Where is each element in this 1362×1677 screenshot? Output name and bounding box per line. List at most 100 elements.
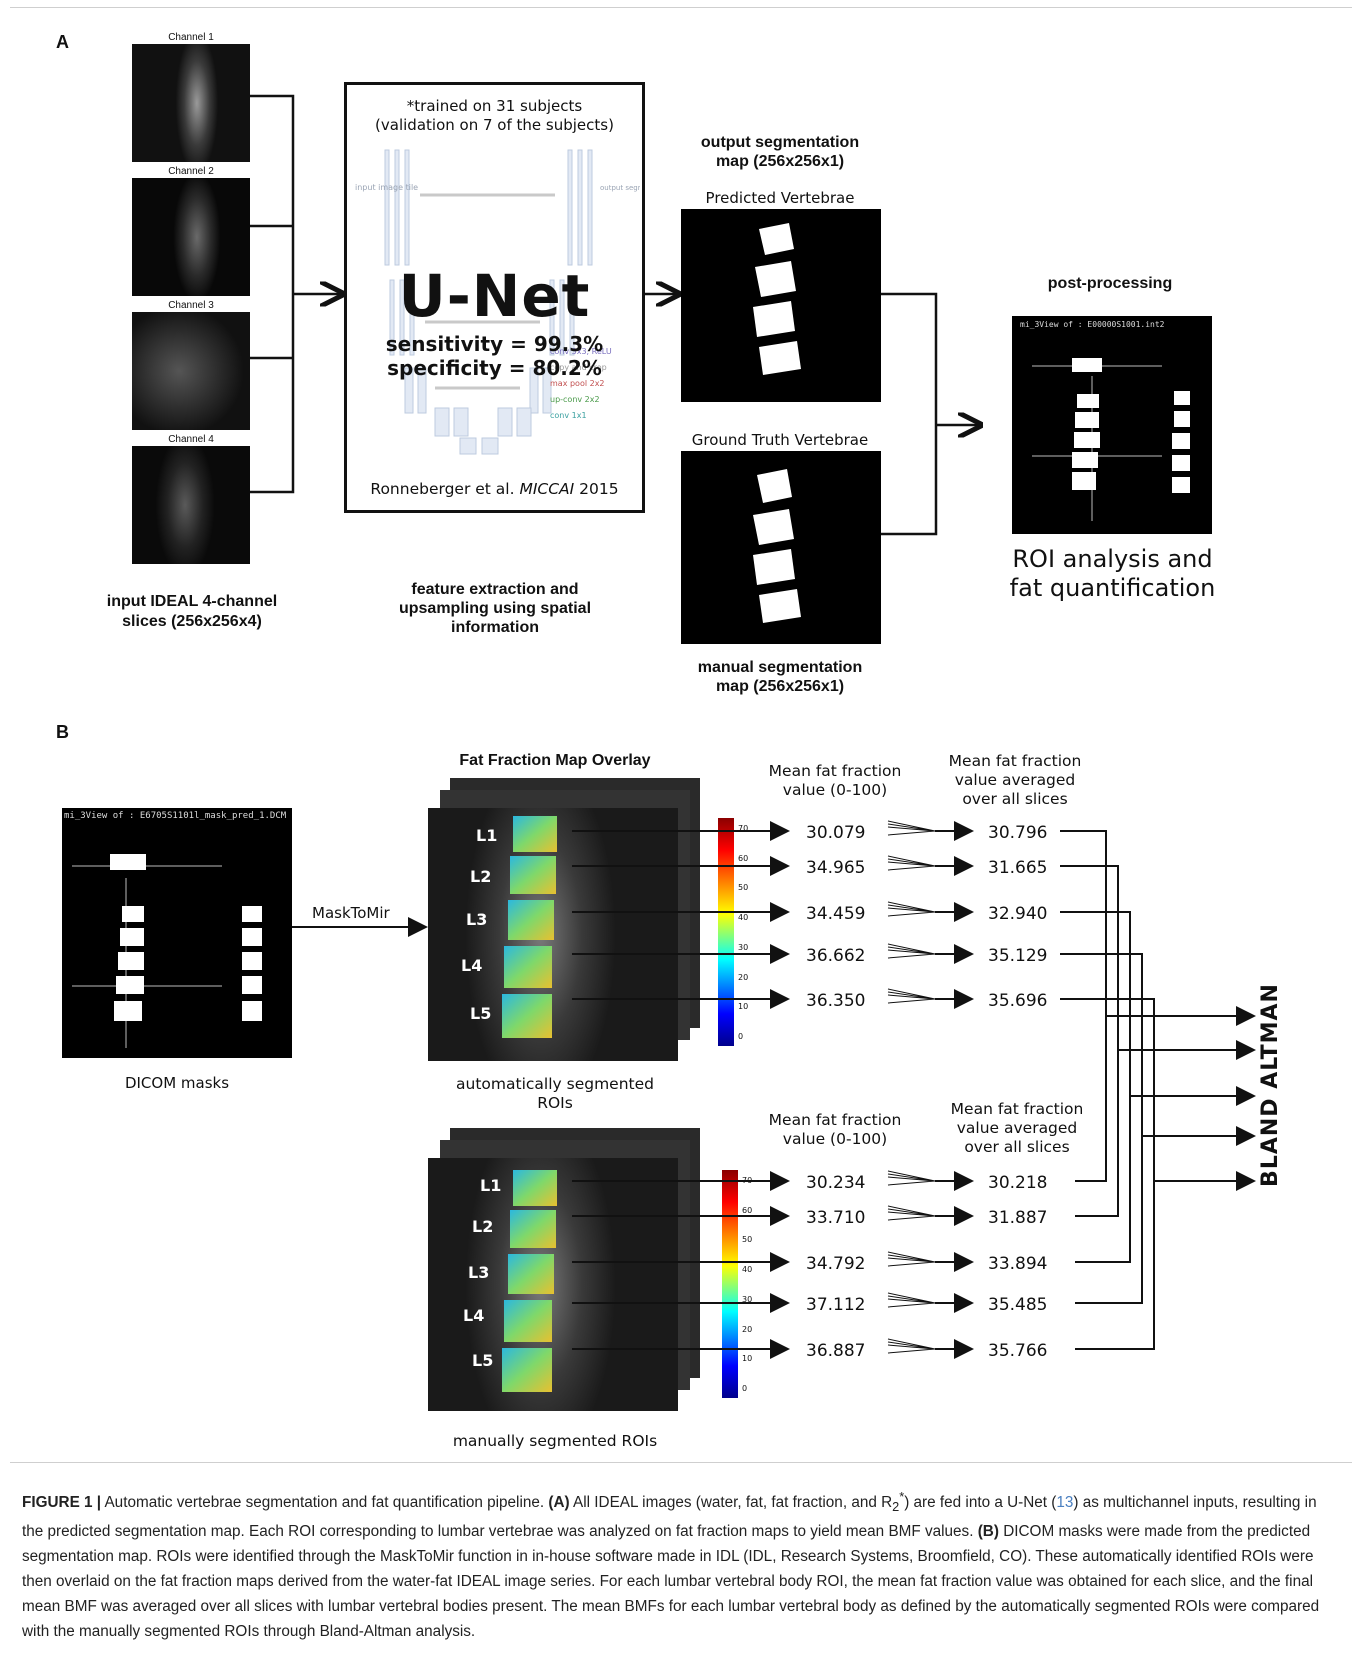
manual-colorbar: [722, 1170, 738, 1398]
manual-mean-l3: 34.792: [806, 1254, 866, 1274]
auto-label-l2: L2: [470, 867, 492, 886]
caption-figure-label: FIGURE 1 |: [22, 1494, 102, 1512]
channel-4-label: Channel 4: [168, 434, 214, 445]
post-processing-label: post-processing: [1047, 275, 1173, 292]
caption-ref-link[interactable]: 13: [1056, 1494, 1074, 1512]
manual-mean-header-line1: Mean fat fraction: [768, 1111, 902, 1129]
auto-colorbar-tick-20: 20: [738, 972, 749, 982]
manual-mean-header: Mean fat fraction value (0-100): [750, 1111, 920, 1149]
channel-2-image: [132, 178, 250, 296]
output-caption: output segmentation map (256x256x1): [660, 133, 900, 171]
manual-colorbar-tick-10: 10: [742, 1354, 753, 1364]
dicom-caption: DICOM masks: [124, 1074, 230, 1092]
manual-avg-l1: 30.218: [988, 1173, 1048, 1193]
feature-caption: feature extraction and upsampling using …: [360, 580, 630, 637]
manual-colorbar-tick-60: 60: [742, 1205, 753, 1215]
auto-caption-line2: ROIs: [537, 1094, 573, 1112]
caption-part1: Automatic vertebrae segmentation and fat…: [101, 1494, 549, 1512]
post-processing-3view: [1032, 358, 1190, 521]
panel-b-connectors: [292, 820, 1256, 1359]
auto-mean-l3: 34.459: [806, 904, 866, 924]
dicom-3view: [72, 854, 262, 1048]
auto-mean-header-line1: Mean fat fraction: [768, 762, 902, 780]
caption-top-rule: [10, 1462, 1352, 1463]
auto-colorbar: [718, 818, 734, 1046]
ground-truth-label: Ground Truth Vertebrae: [691, 431, 869, 449]
manual-mean-l1: 30.234: [806, 1173, 866, 1193]
manual-label-l4: L4: [463, 1306, 485, 1325]
manual-label-l2: L2: [472, 1217, 494, 1236]
auto-label-l1: L1: [476, 826, 498, 845]
auto-mean-header-line2: value (0-100): [782, 781, 888, 799]
unet-metrics: sensitivity = 99.3% specificity = 80.2%: [344, 332, 645, 380]
figure-caption: FIGURE 1 | Automatic vertebrae segmentat…: [22, 1484, 1342, 1644]
manual-mean-l5: 36.887: [806, 1341, 866, 1361]
auto-avg-l5: 35.696: [988, 991, 1048, 1011]
legend-copy-crop: copy and crop: [550, 363, 607, 372]
manual-caption: manually segmented ROIs: [452, 1432, 658, 1450]
ground-truth-vertebrae-image: [681, 451, 881, 644]
arch-output-label: output segmentation map: [600, 184, 640, 192]
output-caption-line1: output segmentation: [700, 134, 860, 151]
feature-caption-line1: feature extraction and: [411, 581, 579, 598]
auto-colorbar-tick-40: 40: [738, 913, 749, 923]
auto-avg-header-line1: Mean fat fraction: [948, 752, 1082, 770]
predicted-vertebrae-image: [681, 209, 881, 402]
caption-r2-sup: *: [899, 1489, 905, 1504]
legend-conv1x1: conv 1x1: [550, 411, 587, 420]
manual-overlay-rois: [502, 1170, 557, 1392]
legend-conv: conv 3x3, ReLU: [550, 347, 612, 356]
auto-avg-l4: 35.129: [988, 946, 1048, 966]
caption-part4: ) as multichannel inputs, resulting in t…: [22, 1494, 1317, 1541]
auto-colorbar-tick-30: 30: [738, 942, 749, 952]
roi-caption-line1: ROI analysis and: [1012, 545, 1213, 573]
feature-caption-line3: information: [451, 619, 539, 636]
manual-label-l5: L5: [472, 1351, 494, 1370]
manual-avg-header-line3: over all slices: [964, 1138, 1070, 1156]
manual-colorbar-tick-30: 30: [742, 1294, 753, 1304]
channel-3-image: [132, 312, 250, 430]
channel-1-image: [132, 44, 250, 162]
unet-training-line2: (validation on 7 of the subjects): [375, 116, 614, 134]
manual-colorbar-tick-0: 0: [742, 1384, 748, 1393]
manual-avg-l5: 35.766: [988, 1341, 1048, 1361]
unet-sensitivity: sensitivity = 99.3%: [385, 332, 604, 356]
manual-mean-l2: 33.710: [806, 1208, 866, 1228]
legend-up-conv: up-conv 2x2: [550, 395, 600, 404]
citation-prefix: Ronneberger et al.: [370, 480, 520, 498]
manual-avg-header: Mean fat fraction value averaged over al…: [932, 1100, 1102, 1157]
arch-input-label: input image tile: [355, 183, 418, 192]
manual-mean-l4: 37.112: [806, 1295, 866, 1315]
auto-avg-header: Mean fat fraction value averaged over al…: [930, 752, 1100, 809]
channel-2-label: Channel 2: [168, 166, 214, 177]
mask-to-mir-label: MaskToMir: [312, 904, 390, 922]
input-caption-line1: input IDEAL 4-channel: [106, 593, 278, 610]
roi-analysis-caption: ROI analysis and fat quantification: [980, 545, 1245, 603]
caption-part2: All IDEAL images (water, fat, fat fracti…: [569, 1494, 893, 1512]
auto-label-l5: L5: [470, 1004, 492, 1023]
manual-avg-l4: 35.485: [988, 1295, 1048, 1315]
overlay-title: Fat Fraction Map Overlay: [459, 752, 651, 769]
caption-part3: ) are fed into a U-Net (: [904, 1494, 1057, 1512]
auto-overlay-rois: [502, 816, 557, 1038]
manual-colorbar-tick-50: 50: [742, 1235, 753, 1245]
auto-avg-header-line2: value averaged: [954, 771, 1076, 789]
input-caption-line2: slices (256x256x4): [122, 613, 262, 630]
manual-seg-caption-line1: manual segmentation: [697, 659, 863, 676]
unet-citation: Ronneberger et al. MICCAI 2015: [344, 480, 645, 498]
channel-3-label: Channel 3: [168, 300, 214, 311]
unet-architecture-diagram: input image tile output segmentation map…: [355, 149, 640, 455]
manual-avg-l3: 33.894: [988, 1254, 1048, 1274]
dicom-mask-image: mi_3View of : E6705S1101l_mask_pred_1.DC…: [62, 808, 292, 1058]
post-processing-image: mi_3View of : E00000S1001.int2: [1012, 316, 1212, 534]
auto-label-l4: L4: [461, 956, 483, 975]
auto-colorbar-tick-60: 60: [738, 853, 749, 863]
feature-caption-line2: upsampling using spatial: [398, 600, 592, 617]
caption-part5: DICOM masks were made from the predicted…: [22, 1523, 1320, 1641]
auto-caption-line1: automatically segmented: [456, 1075, 654, 1093]
unet-box: [344, 82, 645, 513]
dicom-title: mi_3View of : E6705S1101l_mask_pred_1.DC…: [64, 811, 287, 821]
unet-training-note: *trained on 31 subjects (validation on 7…: [344, 97, 645, 135]
figure-top-rule: [10, 7, 1352, 8]
citation-venue: MICCAI: [519, 480, 575, 498]
